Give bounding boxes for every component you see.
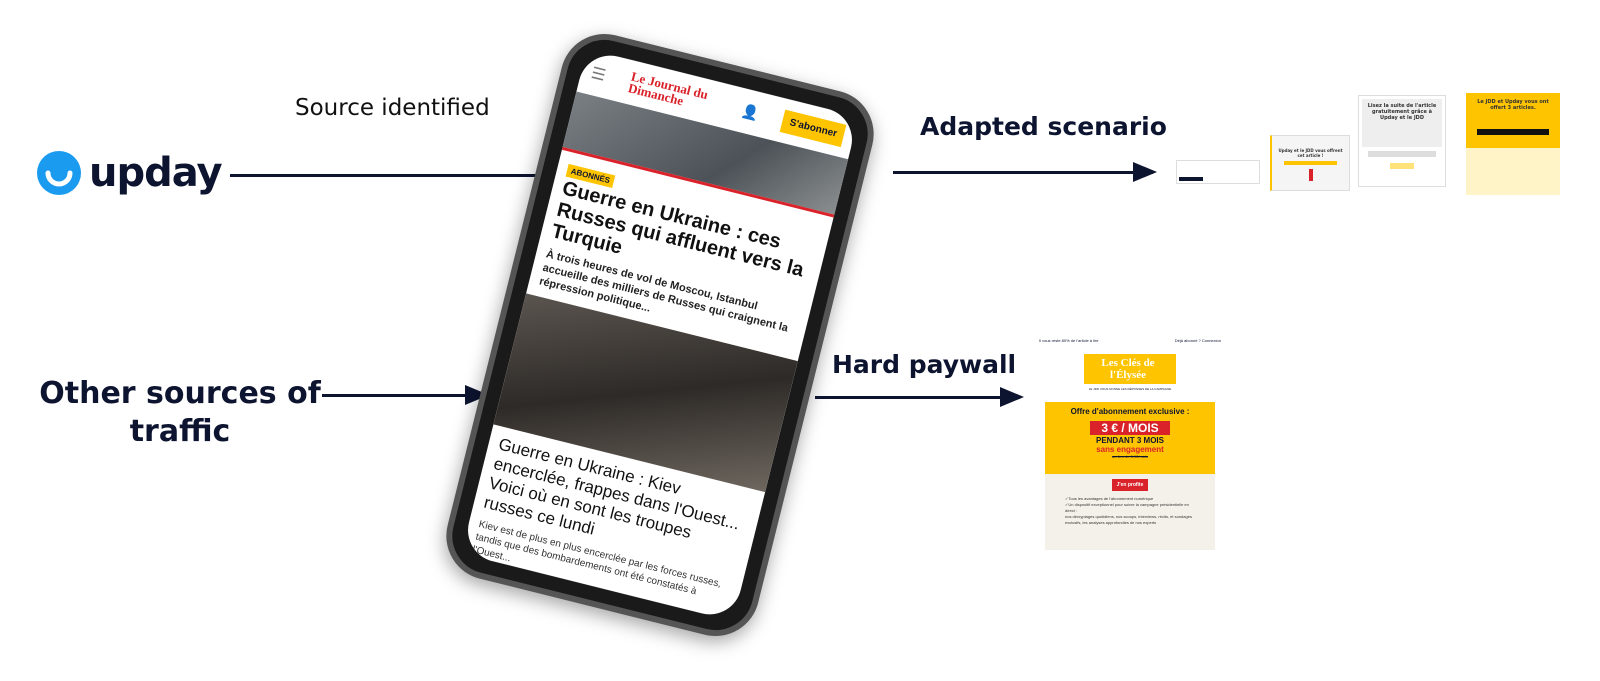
arrow-adapted — [893, 162, 1157, 182]
upday-logo: upday — [37, 150, 223, 196]
thumb4-text: Le JDD et Upday vous ont offert 3 articl… — [1477, 99, 1549, 111]
paywall-instead: au lieu de 8,90/mois — [1112, 454, 1148, 459]
source-identified-label: Source identified — [295, 95, 490, 121]
thumb2-text: Upday et le JDD vous offrent cet article… — [1278, 148, 1343, 158]
paywall-login-link[interactable]: Déjà abonné ? Connexion — [1174, 338, 1221, 343]
arrow-hard — [815, 387, 1024, 407]
benefit-item: ✓Tous les avantages de l'abonnement numé… — [1065, 496, 1154, 501]
paywall-tagline: LE JDD VOUS DONNE LES RÉPONSES DE LA CAM… — [1088, 387, 1172, 391]
paywall-brand: Les Clés de l'Élysée — [1101, 357, 1155, 381]
scenario-thumb-3: Lisez la suite de l'article gratuitement… — [1358, 95, 1446, 187]
paywall-preview: Il vous reste 80% de l'article à lire Dé… — [1039, 338, 1221, 550]
benefit-item: nos décryptages quotidiens, nos scoops, … — [1065, 514, 1192, 525]
benefit-item: ✓Un dispositif exceptionnel pour suivre … — [1065, 502, 1189, 513]
thumb3-text: Lisez la suite de l'article gratuitement… — [1367, 103, 1437, 121]
arrow-upday — [230, 165, 569, 185]
phone-screen: ☰ Le Journal du Dimanche 👤 S'abonner ABO… — [461, 48, 859, 622]
upday-smile-icon — [37, 151, 81, 195]
paywall-duration: PENDANT 3 MOIS — [1095, 436, 1164, 445]
scenario-thumb-4: Le JDD et Upday vous ont offert 3 articl… — [1466, 93, 1560, 195]
scenario-thumb-1 — [1176, 150, 1260, 190]
paywall-remaining: Il vous reste 80% de l'article à lire — [1039, 338, 1099, 343]
paywall-offer: Offre d'abonnement exclusive : — [1070, 407, 1190, 416]
user-icon[interactable]: 👤 — [739, 101, 761, 122]
arrow-other — [322, 385, 489, 405]
subscribe-button[interactable]: S'abonner — [780, 109, 847, 147]
other-sources-label: Other sources of traffic — [39, 376, 321, 449]
upday-wordmark: upday — [89, 150, 223, 196]
phone-mockup: ☰ Le Journal du Dimanche 👤 S'abonner ABO… — [437, 24, 883, 646]
menu-icon[interactable]: ☰ — [589, 64, 608, 85]
paywall-no-commit: sans engagement — [1096, 445, 1164, 454]
hard-paywall-label: Hard paywall — [832, 350, 1017, 379]
paywall-cta-button[interactable]: J'en profite — [1112, 479, 1148, 491]
paywall-price: 3 € / MOIS — [1090, 421, 1170, 435]
adapted-scenario-label: Adapted scenario — [920, 112, 1167, 141]
scenario-thumb-2: Upday et le JDD vous offrent cet article… — [1270, 135, 1350, 191]
